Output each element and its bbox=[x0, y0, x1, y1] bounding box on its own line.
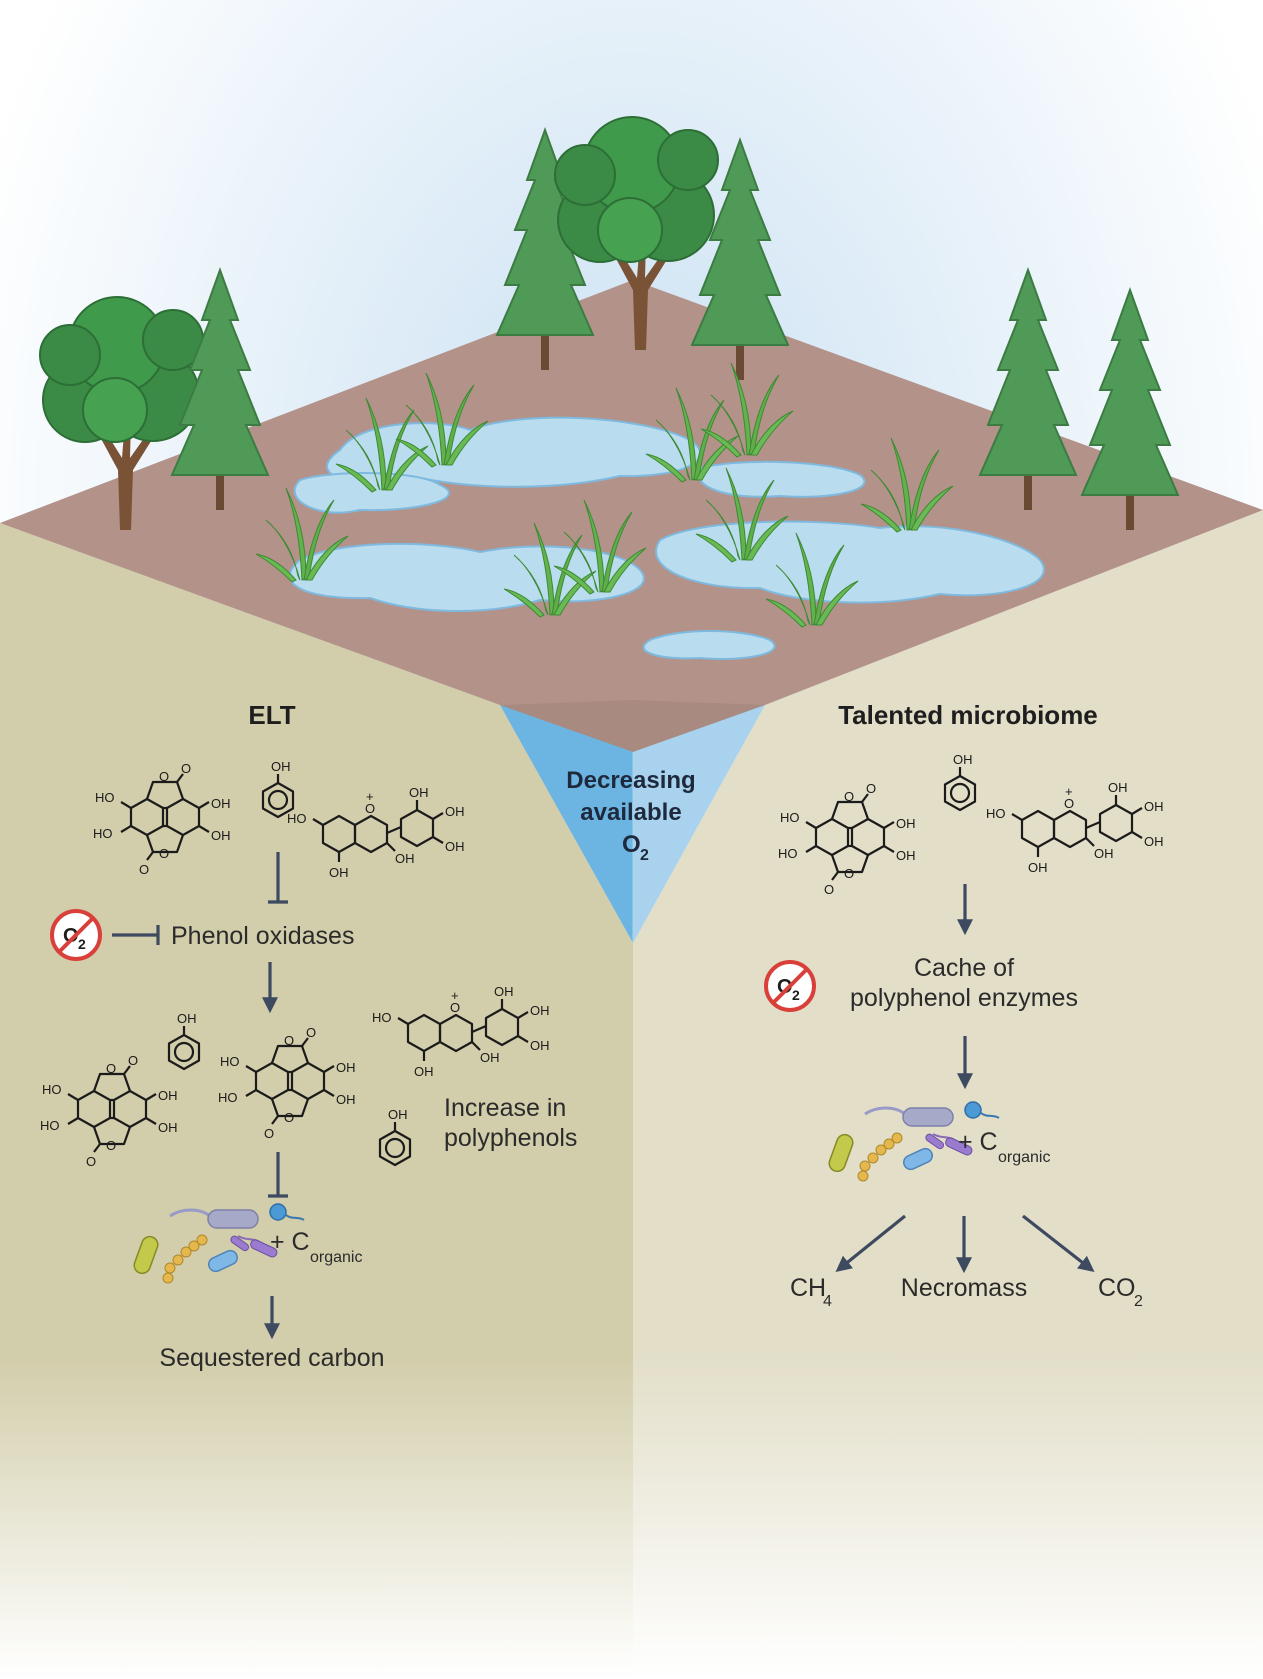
center-line1: Decreasing bbox=[566, 767, 695, 794]
ch4-label: CH bbox=[790, 1274, 826, 1302]
water-puddles bbox=[288, 416, 1045, 661]
soil-top-bottom-tip bbox=[500, 700, 765, 752]
no-o2-icon-right bbox=[764, 960, 816, 1012]
center-o2-sub: 2 bbox=[640, 847, 649, 864]
center-line2: available bbox=[580, 799, 681, 826]
cache-line1: Cache of bbox=[914, 954, 1014, 982]
increase-polyphenols-line2: polyphenols bbox=[444, 1124, 577, 1152]
left-c-organic: + C bbox=[270, 1228, 310, 1256]
arrow-to-co2 bbox=[1022, 1214, 1095, 1272]
co2-label: CO bbox=[1098, 1274, 1136, 1302]
right-c-organic-sub: organic bbox=[998, 1149, 1050, 1166]
co2-sub: 2 bbox=[1134, 1293, 1143, 1310]
right-c-organic: + C bbox=[958, 1128, 998, 1156]
necromass-label: Necromass bbox=[901, 1274, 1027, 1302]
soil-top-surface bbox=[0, 280, 1263, 750]
ch4-sub: 4 bbox=[823, 1293, 832, 1310]
cache-line2: polyphenol enzymes bbox=[850, 984, 1078, 1012]
center-o2: O bbox=[622, 831, 641, 858]
left-title: ELT bbox=[248, 700, 295, 730]
increase-polyphenols-line1: Increase in bbox=[444, 1094, 566, 1122]
decreasing-o2-wedge bbox=[500, 705, 765, 943]
soil-front-left bbox=[0, 523, 633, 1679]
left-c-organic-sub: organic bbox=[310, 1249, 362, 1266]
sequestered-carbon-label: Sequestered carbon bbox=[159, 1344, 384, 1372]
soil-front-right bbox=[633, 510, 1263, 1679]
no-o2-icon-left bbox=[50, 909, 102, 961]
phenol-oxidases-label: Phenol oxidases bbox=[171, 922, 354, 950]
center-label: Decreasing available O 2 bbox=[566, 767, 695, 864]
right-title: Talented microbiome bbox=[838, 700, 1098, 730]
arrow-to-ch4 bbox=[835, 1214, 907, 1273]
